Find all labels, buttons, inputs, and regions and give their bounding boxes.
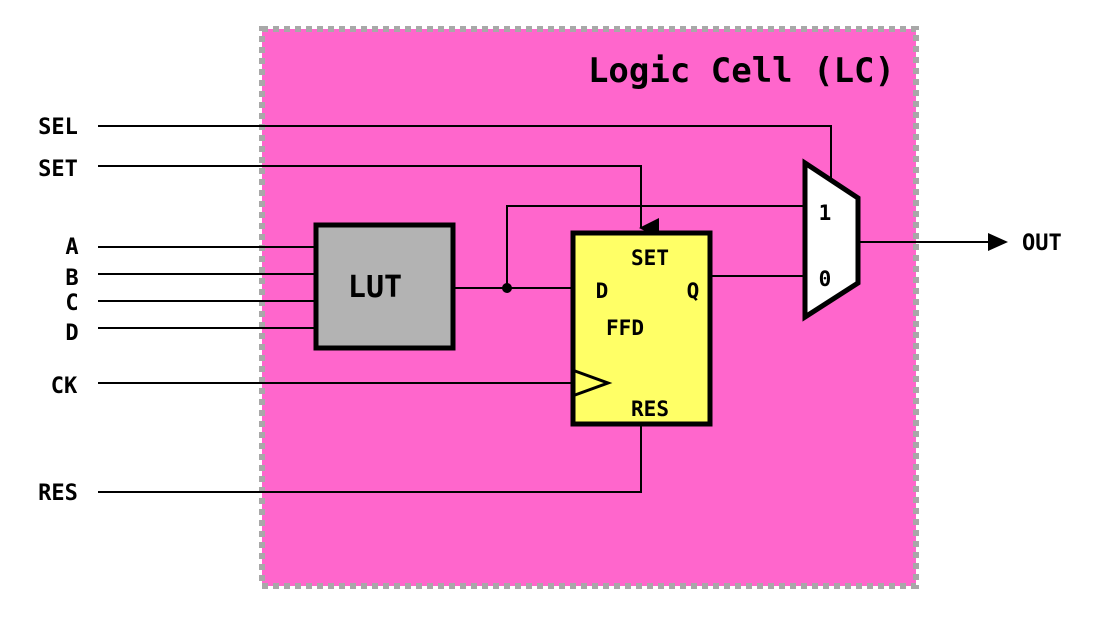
- flipflop-block: [570, 230, 713, 427]
- flipflop-name: FFD: [606, 316, 644, 340]
- input-label-res: RES: [38, 481, 78, 506]
- input-label-b: B: [65, 266, 78, 291]
- mux-input-0-label: 0: [819, 267, 832, 291]
- flipflop-d-pin: D: [596, 279, 609, 303]
- clock-triangle-icon: [574, 369, 613, 397]
- input-label-ck: CK: [51, 374, 78, 399]
- cell-title: Logic Cell (LC): [588, 51, 895, 91]
- mux-input-1-label: 1: [819, 201, 832, 225]
- flipflop-res-pin: RES: [631, 397, 669, 421]
- wire-bypass-to-mux-1: [506, 205, 805, 288]
- input-label-a: A: [65, 235, 78, 260]
- lut-block: [313, 222, 456, 351]
- junction-dot: [502, 283, 512, 293]
- input-label-set: SET: [38, 157, 78, 182]
- wire-res: [98, 424, 642, 493]
- input-label-sel: SEL: [38, 115, 78, 140]
- flipflop-set-pin: SET: [631, 246, 669, 270]
- flipflop-q-pin: Q: [687, 279, 700, 303]
- output-label: OUT: [1022, 231, 1062, 256]
- lut-label: LUT: [348, 270, 402, 305]
- output-arrow-icon: [988, 233, 1008, 251]
- input-label-c: C: [65, 291, 78, 316]
- wire-sel: [98, 125, 832, 180]
- mux-block: [802, 158, 861, 322]
- wire-set: [98, 165, 659, 238]
- input-label-d: D: [65, 321, 78, 346]
